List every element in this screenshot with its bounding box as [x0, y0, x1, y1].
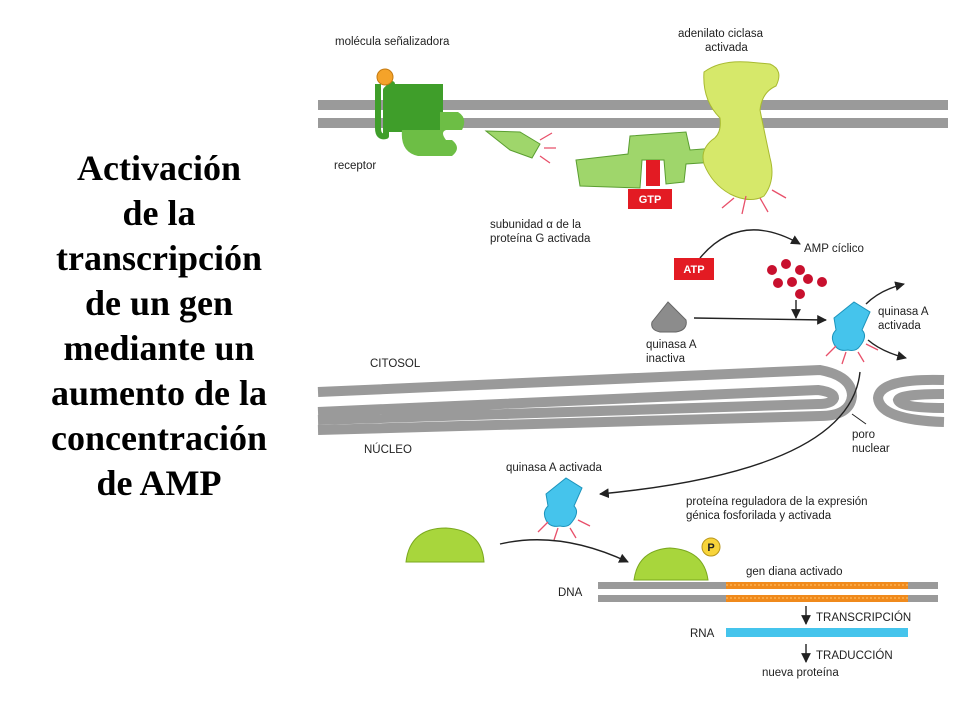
camp-molecules [767, 259, 827, 299]
label-pka-active-1: quinasa A [878, 306, 929, 318]
label-receptor: receptor [334, 160, 376, 172]
nuclear-import-arrow [599, 371, 861, 499]
title-block: Activación de la transcripción de un gen… [0, 146, 318, 506]
pka-active-nucleus [537, 477, 591, 541]
label-cytosol: CITOSOL [370, 358, 421, 370]
label-signal-molecule: molécula señalizadora [335, 36, 450, 48]
title-line: mediante un [63, 328, 255, 368]
title-line: de AMP [96, 463, 222, 503]
label-pka-nucleus: quinasa A activada [506, 462, 603, 474]
label-transcription: TRANSCRIPCIÓN [816, 611, 911, 624]
atp-conversion-arrow [699, 229, 801, 259]
label-dna: DNA [558, 587, 583, 599]
label-nuclear-pore-2: nuclear [852, 443, 890, 455]
pka-active-cytosol [825, 301, 879, 365]
label-adenylate-cyclase-2: activada [705, 42, 748, 54]
regulator-protein-inactive [405, 527, 485, 563]
gtp-badge: GTP [628, 160, 672, 209]
label-pka-active-2: activada [878, 320, 921, 332]
title-line: concentración [51, 418, 267, 458]
atp-badge: ATP [674, 258, 714, 280]
pka-exit-arrow-upper [865, 281, 905, 305]
g-protein-fragment [484, 130, 556, 164]
label-g-protein-2: proteína G activada [490, 233, 591, 245]
title-line: de un gen [84, 283, 234, 323]
pore-leader-line [851, 413, 867, 425]
title-line: aumento de la [51, 373, 267, 413]
label-regulator-2: génica fosforilada y activada [686, 510, 832, 522]
label-translation: TRADUCCIÓN [816, 649, 893, 662]
phosphate-label: P [707, 542, 714, 554]
atp-label: ATP [683, 264, 704, 276]
gtp-label: GTP [639, 194, 662, 206]
title-line: Activación [77, 148, 241, 188]
label-pka-inactive-1: quinasa A [646, 339, 697, 351]
label-target-gene: gen diana activado [746, 566, 843, 578]
receptor [375, 68, 465, 156]
phosphorylation-arrow [499, 539, 629, 563]
title-line: transcripción [56, 238, 262, 278]
label-rna: RNA [690, 628, 715, 640]
label-camp: AMP cíclico [804, 243, 864, 255]
label-pka-inactive-2: inactiva [646, 353, 686, 365]
label-nucleus: NÚCLEO [364, 443, 412, 456]
pka-inactive-icon [651, 301, 687, 333]
label-g-protein-1: subunidad α de la [490, 219, 582, 231]
dna-strand [598, 582, 938, 602]
pka-exit-arrow-lower [867, 339, 907, 361]
label-nuclear-pore-1: poro [852, 429, 875, 441]
label-adenylate-cyclase-1: adenilato ciclasa [678, 28, 764, 40]
label-regulator-1: proteína reguladora de la expresión [686, 496, 868, 508]
nuclear-envelope [317, 364, 945, 435]
adenylate-cyclase [702, 61, 787, 215]
title-line: de la [122, 193, 196, 233]
pka-activation-arrow [693, 314, 827, 325]
phosphate-icon: P [701, 537, 721, 557]
plasma-membrane [318, 100, 948, 128]
regulator-protein-active [633, 547, 709, 581]
signal-molecule-icon [376, 68, 394, 86]
label-new-protein: nueva proteína [762, 667, 839, 679]
rna-strand [726, 628, 908, 637]
